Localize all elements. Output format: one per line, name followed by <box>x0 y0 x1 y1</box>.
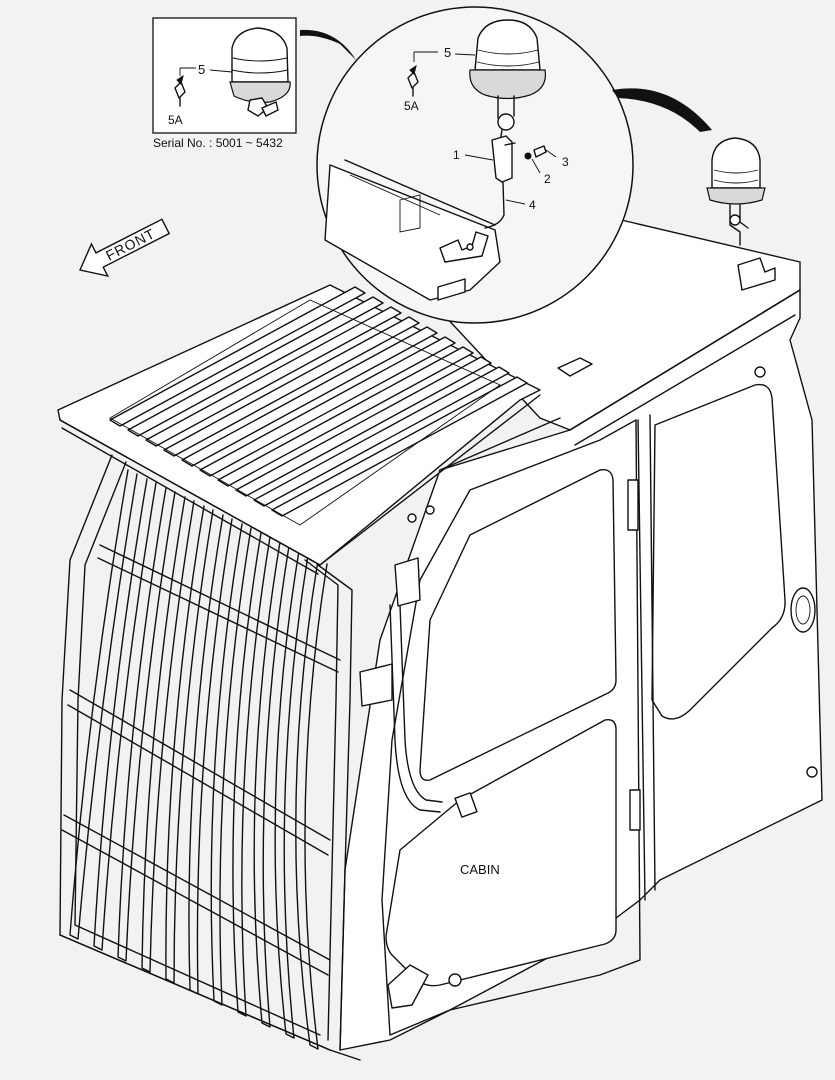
callout-3: 3 <box>562 155 569 169</box>
louvre-slat <box>217 346 474 487</box>
grille-bar <box>232 532 271 1017</box>
grille-bar <box>117 487 176 962</box>
callout-5: 5 <box>444 45 451 60</box>
door-lower-panel <box>385 718 617 987</box>
grille-bar <box>253 541 290 1028</box>
inset-callout-5: 5 <box>198 62 205 77</box>
roof-hatch <box>557 357 593 377</box>
callout-5a: 5A <box>404 99 419 113</box>
part-3-bolt <box>533 145 547 158</box>
detail-bracket <box>439 231 489 263</box>
door-frame <box>381 419 641 1036</box>
detail-beacon-dome <box>474 19 541 71</box>
door-latch <box>454 792 478 818</box>
louvre-slat <box>109 286 366 427</box>
louvre-slat <box>163 316 420 457</box>
louvre-slat <box>199 336 456 477</box>
louvre-slats <box>109 286 528 517</box>
grille-bar <box>69 469 138 940</box>
louvre-slat <box>271 376 528 517</box>
inset-beacon-base <box>229 81 291 103</box>
callout-4: 4 <box>529 198 536 212</box>
bolt <box>754 366 766 378</box>
front-guard <box>59 454 361 1061</box>
louvre-slat <box>253 366 510 507</box>
part-2-washer <box>524 152 532 160</box>
rear-beacon-dome <box>711 137 761 189</box>
callout-1: 1 <box>453 148 460 162</box>
detail-roof-corner <box>324 164 501 301</box>
door-window <box>419 469 617 781</box>
cabin-body <box>339 214 823 1051</box>
grille-bar <box>141 496 195 973</box>
detail-beacon-base <box>469 69 547 100</box>
top-guard <box>57 284 541 575</box>
cabin-label: CABIN <box>460 862 500 877</box>
inset-callout-5a: 5A <box>168 113 183 127</box>
louvre-slat <box>181 326 438 467</box>
bolt <box>806 766 818 778</box>
door-handle-bottom <box>387 964 429 1009</box>
louvre-slat <box>145 306 402 447</box>
rear-side-window <box>651 383 786 720</box>
front-direction-arrow: FRONT <box>79 218 171 278</box>
grille-bar <box>93 478 157 951</box>
part-1-bracket <box>491 135 513 183</box>
grille-bar <box>274 550 309 1039</box>
inset-serial-number: Serial No. : 5001 ~ 5432 <box>153 136 283 150</box>
callout-2: 2 <box>544 172 551 186</box>
inset-arrow <box>300 29 356 60</box>
bolt <box>425 505 435 515</box>
louvre-slat <box>127 296 384 437</box>
part-4-harness <box>484 181 505 229</box>
rear-beacon <box>706 137 776 291</box>
rear-beacon-base <box>706 187 766 205</box>
detail-callout <box>316 6 634 324</box>
bolt <box>407 513 417 523</box>
grab-bar <box>389 604 441 813</box>
grille-bar <box>165 505 214 984</box>
lower-hinge <box>629 789 641 831</box>
detail-arrow <box>612 88 712 132</box>
grille-bar <box>295 559 328 1050</box>
upper-hinge <box>627 479 639 531</box>
bulb-5a <box>407 71 419 89</box>
inset-box <box>152 17 297 134</box>
louvre-slat <box>235 356 492 497</box>
inset-beacon-dome <box>231 27 289 83</box>
side-grab-handle <box>790 587 816 633</box>
